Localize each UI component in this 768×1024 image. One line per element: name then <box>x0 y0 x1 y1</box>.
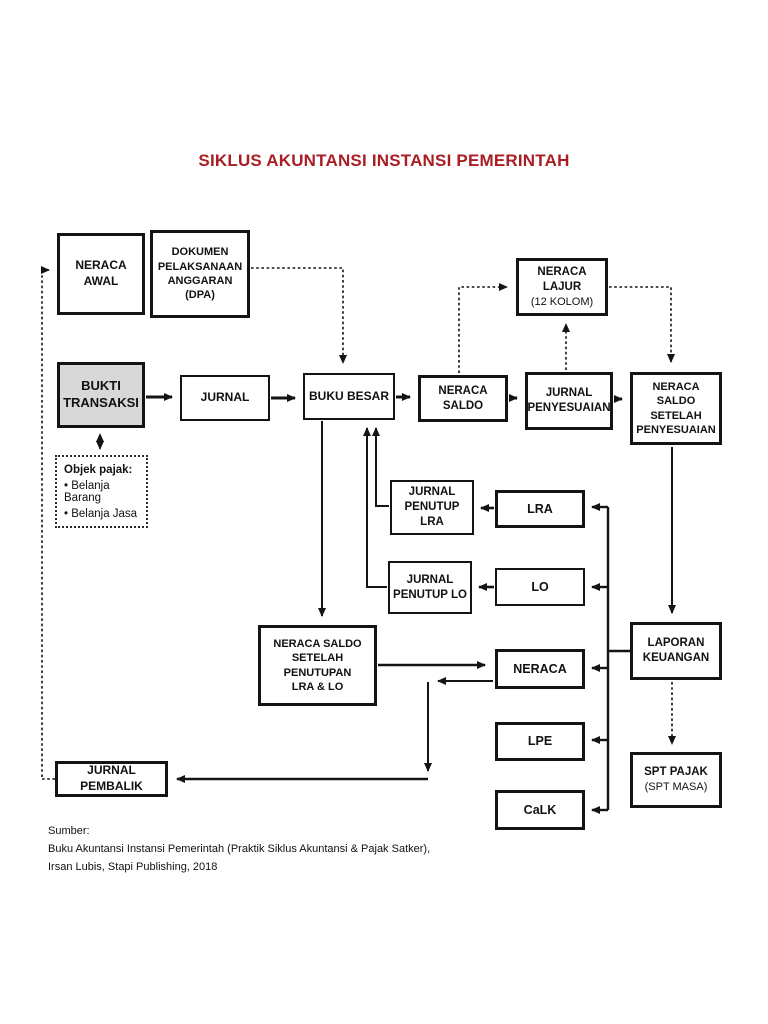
node-label: NERACA <box>513 661 567 676</box>
node-neraca-saldo-setelah-penutupan: NERACA SALDO SETELAH PENUTUPAN LRA & LO <box>258 625 377 706</box>
node-neraca-saldo-setelah-penyesuaian: NERACA SALDO SETELAH PENYESUAIAN <box>630 372 722 445</box>
node-label: CaLK <box>523 802 557 817</box>
node-label: LO <box>531 579 549 594</box>
node-objek-pajak: Objek pajak: • Belanja Barang • Belanja … <box>55 455 148 528</box>
node-buku-besar: BUKU BESAR <box>303 373 395 420</box>
node-laporan-keuangan: LAPORAN KEUANGAN <box>630 622 722 680</box>
node-label: NERACA SALDO SETELAH PENUTUPAN LRA & LO <box>273 637 362 693</box>
node-neraca: NERACA <box>495 649 585 689</box>
node-label: NERACA SALDO <box>438 384 488 412</box>
node-jurnal-penyesuaian: JURNAL PENYESUAIAN <box>525 372 613 430</box>
node-label: DOKUMEN PELAKSANAAN ANGGARAN (DPA) <box>157 246 243 302</box>
source-line: Buku Akuntansi Instansi Pemerintah (Prak… <box>48 843 431 856</box>
node-label: JURNAL PENYESUAIAN <box>527 387 611 414</box>
node-calk: CaLK <box>495 790 585 830</box>
node-lra: LRA <box>495 490 585 528</box>
node-lpe: LPE <box>495 722 585 761</box>
node-spt-pajak: SPT PAJAK (SPT MASA) <box>630 752 722 808</box>
node-label: BUKTI TRANSAKSI <box>63 378 139 410</box>
node-neraca-saldo: NERACA SALDO <box>418 375 508 422</box>
page-title: SIKLUS AKUNTANSI INSTANSI PEMERINTAH <box>198 151 570 170</box>
node-bukti-transaksi: BUKTI TRANSAKSI <box>57 362 145 428</box>
source-line: Irsan Lubis, Stapi Publishing, 2018 <box>48 861 218 874</box>
node-label: NERACA LAJUR <box>537 265 587 293</box>
node-label: JURNAL PENUTUP LRA <box>404 486 460 528</box>
node-sublabel: (12 KOLOM) <box>530 295 594 308</box>
node-label: LPE <box>527 734 553 749</box>
node-sublabel: (SPT MASA) <box>644 781 708 794</box>
source-line: Sumber: <box>48 825 90 837</box>
node-label: SPT PAJAK <box>644 766 708 779</box>
objek-pajak-title: Objek pajak: <box>64 464 133 476</box>
node-label: LRA <box>527 501 553 516</box>
node-dokumen-pelaksanaan-anggaran: DOKUMEN PELAKSANAAN ANGGARAN (DPA) <box>150 230 250 318</box>
node-jurnal-penutup-lra: JURNAL PENUTUP LRA <box>390 480 474 535</box>
node-jurnal-penutup-lo: JURNAL PENUTUP LO <box>388 561 472 614</box>
node-jurnal-pembalik: JURNAL PEMBALIK <box>55 761 168 797</box>
node-neraca-awal: NERACA AWAL <box>57 233 145 315</box>
node-label: JURNAL PENUTUP LO <box>393 573 467 601</box>
objek-pajak-item: • Belanja Barang <box>64 480 110 504</box>
node-label: NERACA SALDO SETELAH PENYESUAIAN <box>636 380 716 436</box>
node-neraca-lajur: NERACA LAJUR (12 KOLOM) <box>516 258 608 316</box>
node-label: LAPORAN KEUANGAN <box>642 637 710 664</box>
node-label: BUKU BESAR <box>308 388 389 403</box>
node-label: NERACA AWAL <box>75 258 127 288</box>
objek-pajak-item: • Belanja Jasa <box>64 508 138 520</box>
node-lo: LO <box>495 568 585 606</box>
node-label: JURNAL PEMBALIK <box>80 763 143 793</box>
node-label: JURNAL <box>200 390 250 405</box>
source-citation: Sumber: Buku Akuntansi Instansi Pemerint… <box>48 822 430 876</box>
node-jurnal: JURNAL <box>180 375 270 421</box>
